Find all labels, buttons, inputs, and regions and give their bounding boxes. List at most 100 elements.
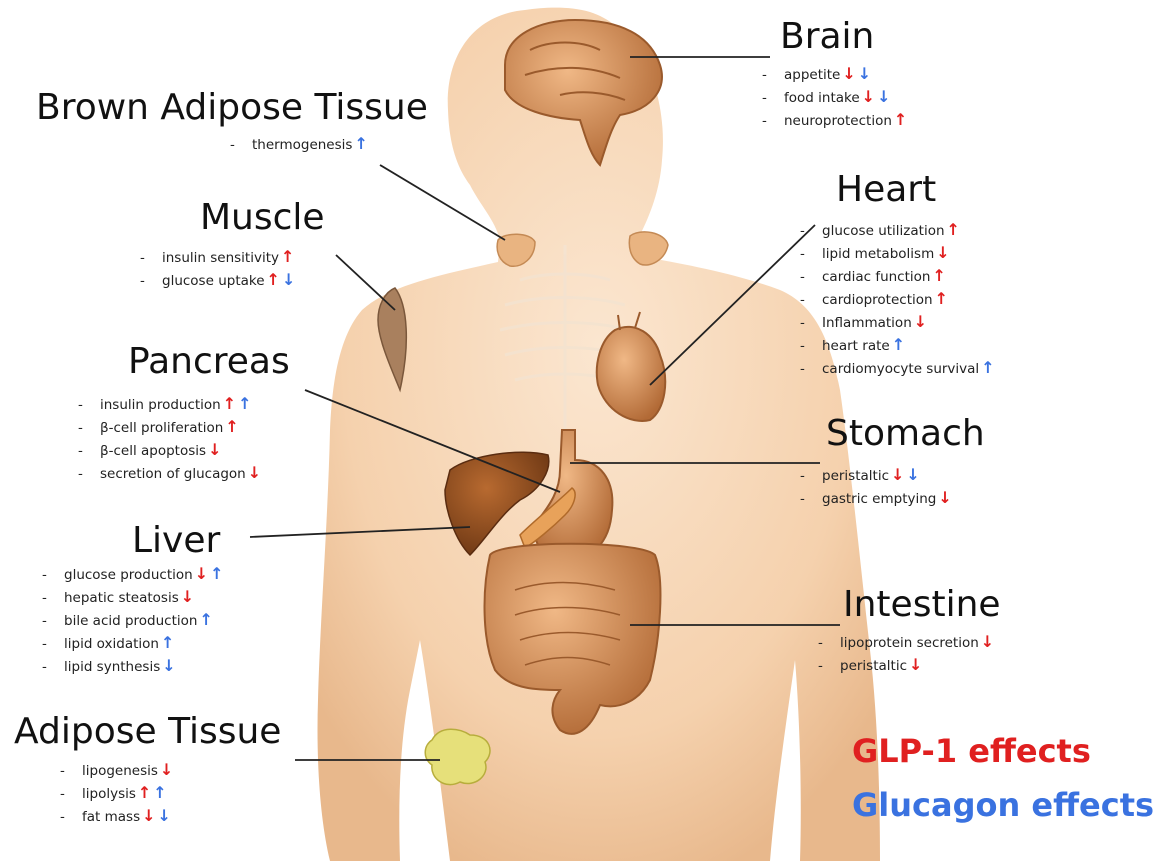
- heart-effect-text: lipid metabolism: [822, 246, 934, 262]
- adipose-effect-item: -lipogenesis↓: [60, 758, 173, 781]
- brown-adipose-right: [629, 232, 668, 265]
- liver-effect-text: lipid oxidation: [64, 636, 159, 652]
- stomach-effect-item: -gastric emptying↓: [800, 486, 952, 509]
- heart-effect-text: cardiomyocyte survival: [822, 361, 979, 377]
- bullet-dash: -: [800, 220, 822, 243]
- liver-effect-item: -lipid oxidation↑: [42, 631, 224, 654]
- adipose-effect-text: lipolysis: [82, 786, 136, 802]
- adipose-effect-item: -fat mass↓↓: [60, 804, 173, 827]
- intestine-title: Intestine: [843, 585, 1001, 625]
- bullet-dash: -: [42, 633, 64, 656]
- liver-effect-item: -glucose production↓↑: [42, 562, 224, 585]
- arrow-down-red-icon: ↓: [208, 438, 221, 461]
- pancreas-effect-item: -secretion of glucagon↓: [78, 461, 261, 484]
- stomach-effect-text: peristaltic: [822, 468, 889, 484]
- stomach-effect-item: -peristaltic↓↓: [800, 463, 952, 486]
- liver-effects: -glucose production↓↑-hepatic steatosis↓…: [42, 562, 224, 677]
- stomach-title: Stomach: [826, 414, 985, 454]
- heart-effect-item: -cardiac function↑: [800, 264, 995, 287]
- pancreas-effect-item: -insulin production↑↑: [78, 392, 261, 415]
- stomach-effect-text: gastric emptying: [822, 491, 936, 507]
- arrow-up-blue-icon: ↑: [199, 608, 212, 631]
- bullet-dash: -: [818, 632, 840, 655]
- arrow-down-red-icon: ↓: [981, 630, 994, 653]
- heart-title: Heart: [836, 170, 936, 210]
- brain-effect-item: -food intake↓↓: [762, 85, 907, 108]
- bullet-dash: -: [140, 270, 162, 293]
- bullet-dash: -: [762, 110, 784, 133]
- arrow-up-red-icon: ↑: [138, 781, 151, 804]
- arrow-up-red-icon: ↑: [281, 245, 294, 268]
- arrow-up-blue-icon: ↑: [892, 333, 905, 356]
- arrow-up-blue-icon: ↑: [153, 781, 166, 804]
- heart-effect-text: Inflammation: [822, 315, 912, 331]
- arrow-down-red-icon: ↓: [936, 241, 949, 264]
- bullet-dash: -: [78, 417, 100, 440]
- liver-effect-item: -hepatic steatosis↓: [42, 585, 224, 608]
- arrow-up-blue-icon: ↑: [981, 356, 994, 379]
- bullet-dash: -: [78, 463, 100, 486]
- muscle-effect-item: -insulin sensitivity↑: [140, 245, 295, 268]
- stomach-effects: -peristaltic↓↓-gastric emptying↓: [800, 463, 952, 509]
- bullet-dash: -: [762, 87, 784, 110]
- adipose-title: Adipose Tissue: [14, 712, 281, 752]
- arrow-down-blue-icon: ↓: [158, 804, 171, 827]
- liver-effect-item: -bile acid production↑: [42, 608, 224, 631]
- bullet-dash: -: [60, 806, 82, 829]
- arrow-up-blue-icon: ↑: [354, 132, 367, 155]
- arrow-down-blue-icon: ↓: [282, 268, 295, 291]
- arrow-up-red-icon: ↑: [894, 108, 907, 131]
- bullet-dash: -: [800, 312, 822, 335]
- bullet-dash: -: [800, 488, 822, 511]
- arrow-down-red-icon: ↓: [862, 85, 875, 108]
- brain-title: Brain: [780, 17, 874, 57]
- bullet-dash: -: [78, 440, 100, 463]
- arrow-up-blue-icon: ↑: [238, 392, 251, 415]
- arrow-down-blue-icon: ↓: [162, 654, 175, 677]
- pancreas-effect-text: β-cell proliferation: [100, 420, 223, 436]
- heart-effect-item: -cardiomyocyte survival↑: [800, 356, 995, 379]
- arrow-down-red-icon: ↓: [938, 486, 951, 509]
- pancreas-effect-item: -β-cell proliferation↑: [78, 415, 261, 438]
- muscle-effect-text: insulin sensitivity: [162, 250, 279, 266]
- arrow-down-red-icon: ↓: [914, 310, 927, 333]
- bat-effects: -thermogenesis↑: [230, 132, 368, 155]
- arrow-down-red-icon: ↓: [195, 562, 208, 585]
- arrow-down-blue-icon: ↓: [877, 85, 890, 108]
- liver-effect-item: -lipid synthesis↓: [42, 654, 224, 677]
- brain-effect-text: food intake: [784, 90, 860, 106]
- liver-effect-text: lipid synthesis: [64, 659, 160, 675]
- arrow-up-red-icon: ↑: [932, 264, 945, 287]
- pancreas-effect-text: β-cell apoptosis: [100, 443, 206, 459]
- bat-effect-item: -thermogenesis↑: [230, 132, 368, 155]
- heart-effect-item: -heart rate↑: [800, 333, 995, 356]
- arrow-up-red-icon: ↑: [267, 268, 280, 291]
- legend-glp1: GLP-1 effects: [852, 732, 1091, 770]
- brain-effect-item: -appetite↓↓: [762, 62, 907, 85]
- adipose-effect-item: -lipolysis↑↑: [60, 781, 173, 804]
- arrow-down-red-icon: ↓: [909, 653, 922, 676]
- muscle-effects: -insulin sensitivity↑-glucose uptake↑↓: [140, 245, 295, 291]
- adipose-effects: -lipogenesis↓-lipolysis↑↑-fat mass↓↓: [60, 758, 173, 827]
- heart-effect-item: -cardioprotection↑: [800, 287, 995, 310]
- bullet-dash: -: [42, 656, 64, 679]
- bullet-dash: -: [60, 783, 82, 806]
- bullet-dash: -: [42, 610, 64, 633]
- arrow-up-red-icon: ↑: [225, 415, 238, 438]
- intestine-effect-item: -lipoprotein secretion↓: [818, 630, 994, 653]
- intestine-effect-item: -peristaltic↓: [818, 653, 994, 676]
- bullet-dash: -: [800, 335, 822, 358]
- arrow-down-red-icon: ↓: [142, 804, 155, 827]
- bullet-dash: -: [78, 394, 100, 417]
- arrow-up-blue-icon: ↑: [210, 562, 223, 585]
- pancreas-title: Pancreas: [128, 342, 290, 382]
- bullet-dash: -: [800, 243, 822, 266]
- heart-effect-text: cardiac function: [822, 269, 930, 285]
- muscle-effect-text: glucose uptake: [162, 273, 265, 289]
- intestine-effects: -lipoprotein secretion↓-peristaltic↓: [818, 630, 994, 676]
- brain-effect-text: neuroprotection: [784, 113, 892, 129]
- liver-effect-text: hepatic steatosis: [64, 590, 179, 606]
- liver-effect-text: glucose production: [64, 567, 193, 583]
- bullet-dash: -: [762, 64, 784, 87]
